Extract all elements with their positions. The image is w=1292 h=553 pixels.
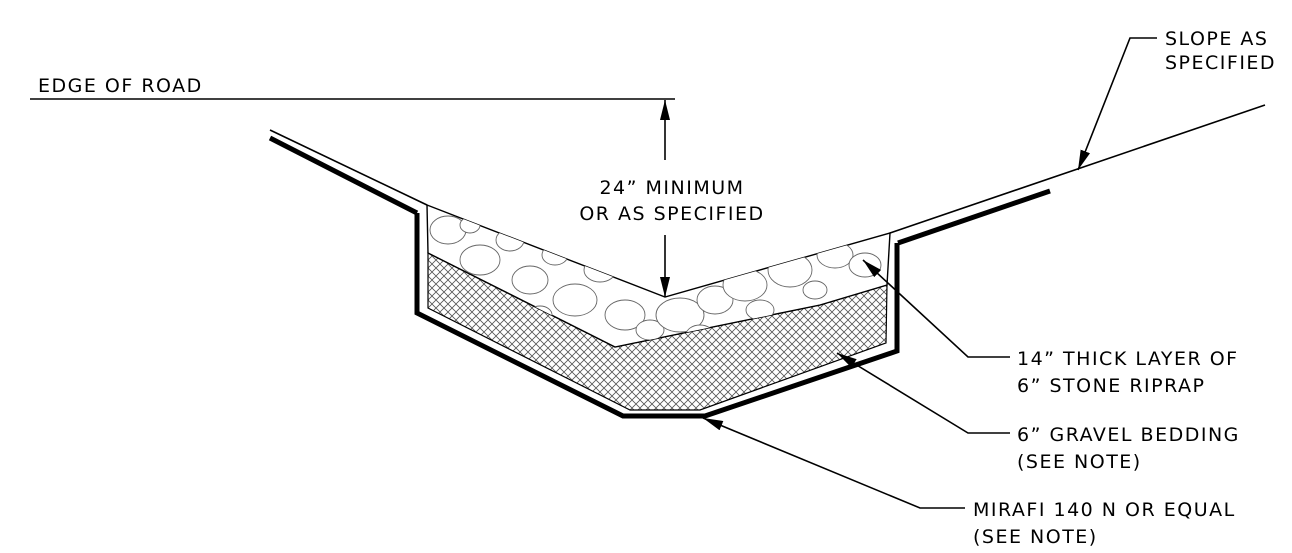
riprap-leader <box>862 259 1010 358</box>
gravel-label-line2: (SEE NOTE) <box>1017 451 1142 473</box>
slope-leader <box>1077 37 1157 171</box>
slope-label-line2: SPECIFIED <box>1165 52 1276 74</box>
slope-label-line1: SLOPE AS <box>1165 28 1268 50</box>
dimension-label-line1: 24” MINIMUM <box>599 177 744 199</box>
riprap-label-line2: 6” STONE RIPRAP <box>1017 375 1206 397</box>
fabric-label-line2: (SEE NOTE) <box>973 526 1098 548</box>
right-slope-heavy-line <box>897 188 1051 246</box>
left-slope-surface-line <box>269 129 428 206</box>
gravel-label-line1: 6” GRAVEL BEDDING <box>1017 424 1240 446</box>
edge-of-road-label: EDGE OF ROAD <box>38 75 203 97</box>
fabric-label-line1: MIRAFI 140 N OR EQUAL <box>973 499 1236 521</box>
gravel-leader <box>836 352 1010 434</box>
riprap-label-line1: 14” THICK LAYER OF <box>1017 348 1239 370</box>
dimension-label-line2: OR AS SPECIFIED <box>579 203 764 225</box>
filter-fabric-line <box>414 213 900 419</box>
right-slope-surface-line <box>889 104 1266 234</box>
fabric-leader <box>702 417 965 509</box>
left-slope-heavy-line <box>268 135 419 216</box>
